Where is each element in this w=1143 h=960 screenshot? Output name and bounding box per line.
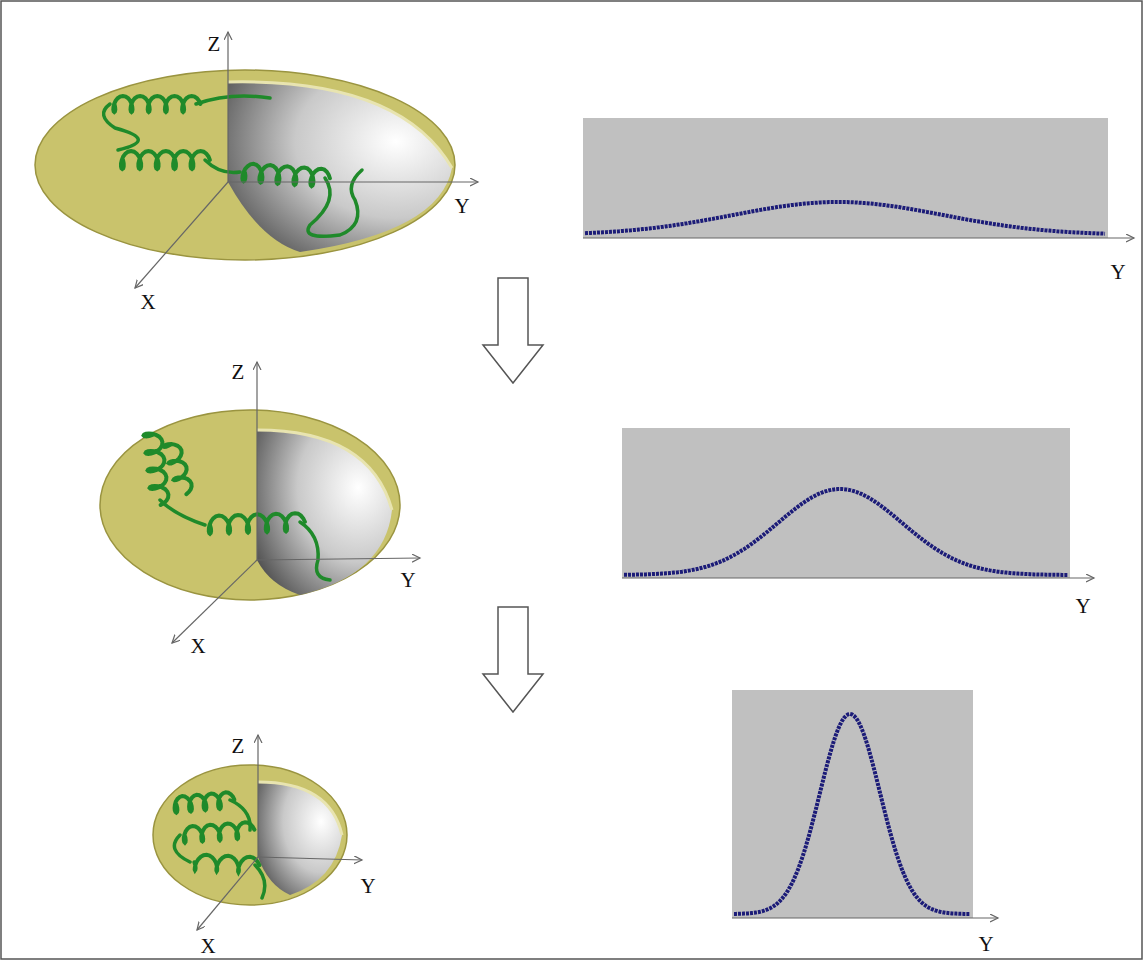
protein-ribbon xyxy=(174,800,264,898)
axis-label: Y xyxy=(400,570,415,591)
plot-axis-label: Y xyxy=(1110,262,1125,283)
protein-ribbon xyxy=(242,164,330,186)
axis-label: Z xyxy=(232,362,245,383)
protein-ribbon xyxy=(205,160,240,173)
plot-axis-label: Y xyxy=(1075,596,1090,617)
protein-ribbon xyxy=(175,792,235,812)
plot-axis-label: Y xyxy=(978,934,993,955)
protein-ribbon xyxy=(196,96,270,104)
protein-ribbon xyxy=(184,822,255,842)
distribution-plot xyxy=(583,118,1134,918)
axes xyxy=(135,32,478,930)
axis-label: Y xyxy=(360,876,375,897)
axis-label: X xyxy=(190,636,205,657)
ellipsoid-2 xyxy=(100,410,400,600)
gaussian-curve xyxy=(734,714,970,914)
protein-ribbon xyxy=(104,104,139,150)
axis-label: Z xyxy=(232,736,245,757)
protein-ribbon xyxy=(194,855,259,872)
ellipsoid-3 xyxy=(153,765,347,905)
protein-ribbon xyxy=(121,151,210,169)
ellipsoid-1 xyxy=(35,70,455,260)
protein-ribbon xyxy=(308,170,362,236)
protein-ribbon xyxy=(300,522,330,580)
gaussian-curve xyxy=(585,202,1105,234)
axis-label: X xyxy=(200,936,215,957)
axis-label: Z xyxy=(208,34,221,55)
protein-ribbon xyxy=(104,96,362,898)
protein-ribbon xyxy=(113,96,200,112)
gaussian-curve xyxy=(624,489,1068,575)
process-arrow xyxy=(483,278,543,712)
protein-ribbon xyxy=(164,444,192,494)
protein-ribbon xyxy=(160,500,205,525)
axis-label: Y xyxy=(454,196,469,217)
axis-label: X xyxy=(140,292,155,313)
